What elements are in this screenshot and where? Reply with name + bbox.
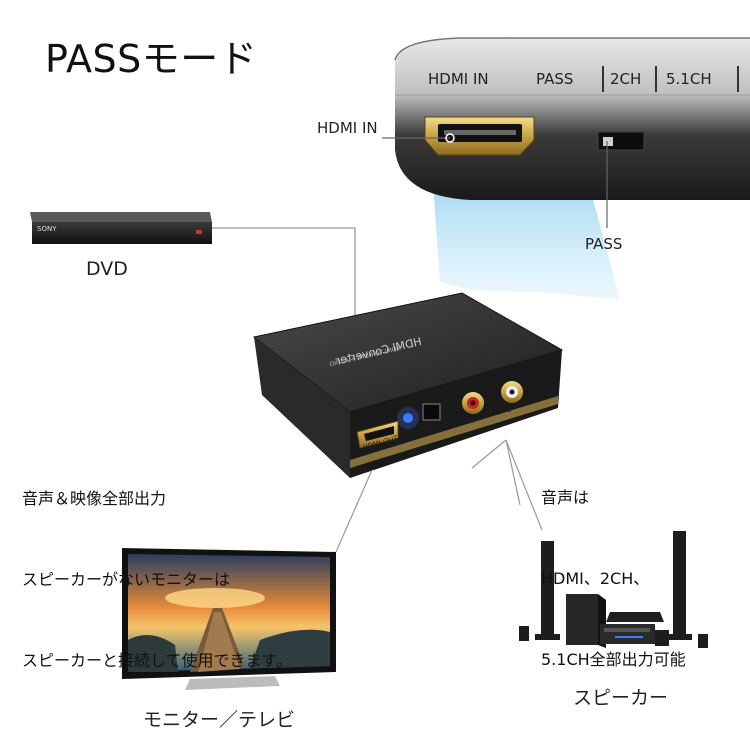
dvd-player xyxy=(30,212,212,244)
pass-label: PASS xyxy=(585,235,623,253)
converter-l-label: L xyxy=(508,407,512,414)
note-left-line-3: スピーカーと接続して使用できます。 xyxy=(22,651,292,670)
zoom-panel xyxy=(394,37,750,200)
converter-r-label: R xyxy=(469,418,474,425)
zoom-tab-pass: PASS xyxy=(536,70,574,88)
tv-label: モニター／テレビ xyxy=(143,709,296,731)
speaker-connection-lines xyxy=(471,439,543,531)
note-right-line-3: 5.1CH全部出力可能 xyxy=(541,650,686,669)
dvd-label: DVD xyxy=(86,258,128,280)
note-right: 音声は HDMI、2CH、 5.1CH全部出力可能 xyxy=(541,430,686,700)
note-right-line-1: 音声は xyxy=(541,488,590,507)
speaker-system xyxy=(519,531,708,648)
tv-connection-line xyxy=(335,469,373,553)
zoom-tab-5-1ch: 5.1CH xyxy=(666,70,712,88)
tv-monitor xyxy=(122,548,336,690)
zoom-beam xyxy=(432,170,620,300)
page-title: PASSモード xyxy=(45,37,258,81)
dvd-cable-line xyxy=(212,227,356,322)
zoom-tab-2ch: 2CH xyxy=(610,70,642,88)
zoom-tab-hdmi-in: HDMI IN xyxy=(428,70,489,88)
hdmi-converter-box xyxy=(252,292,564,478)
dvd-brand: SONY xyxy=(37,225,57,233)
note-right-line-2: HDMI、2CH、 xyxy=(541,569,650,588)
note-left: 音声＆映像全部出力 スピーカーがないモニターは スピーカーと接続して使用できます… xyxy=(22,431,292,701)
note-left-line-1: 音声＆映像全部出力 xyxy=(22,489,167,508)
speaker-label: スピーカー xyxy=(573,687,669,709)
note-left-line-2: スピーカーがないモニターは xyxy=(22,570,231,589)
hdmi-in-label: HDMI IN xyxy=(317,119,378,137)
